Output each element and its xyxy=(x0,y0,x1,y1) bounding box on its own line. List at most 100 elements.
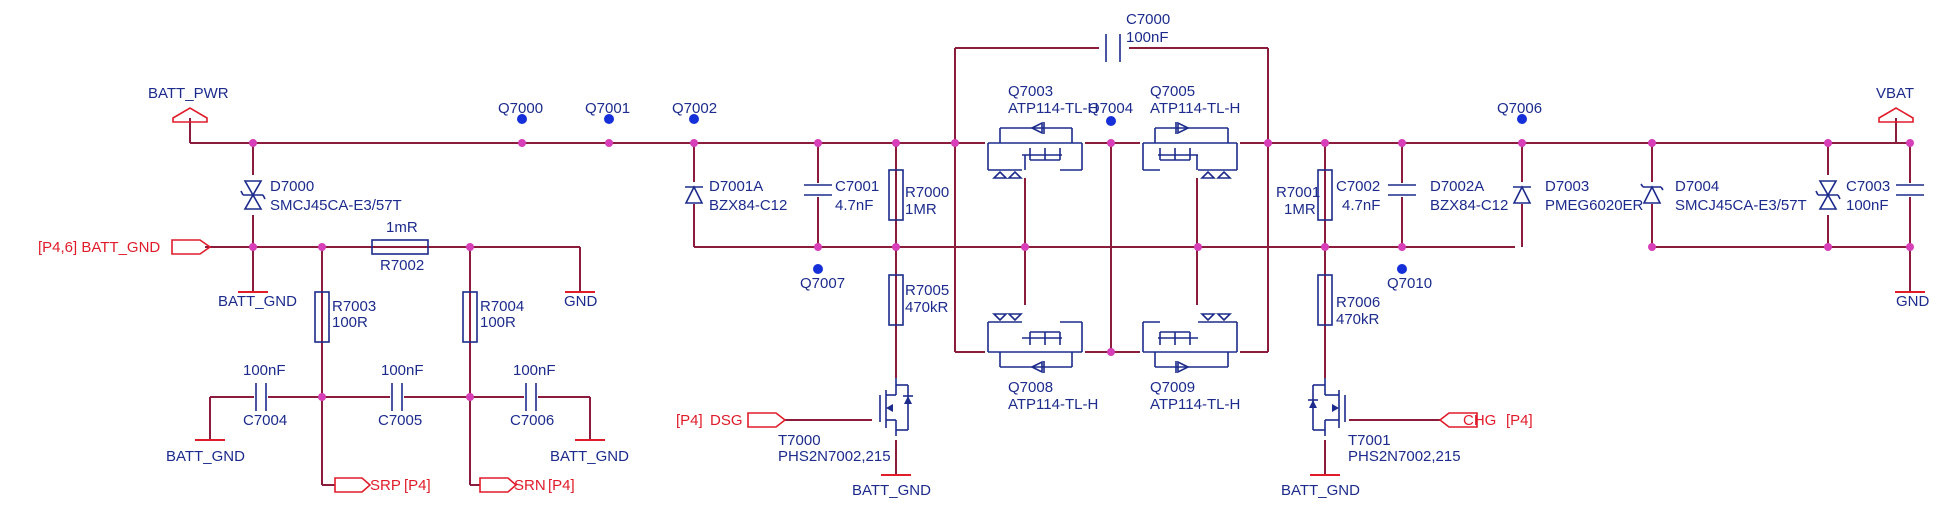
svg-text:PMEG6020ER: PMEG6020ER xyxy=(1545,197,1644,214)
testpoint-q7007 xyxy=(813,264,823,274)
testpoint-q7002-label: Q7002 xyxy=(672,100,717,117)
r7001-resistor: R7001 1MR xyxy=(1276,169,1333,221)
svg-text:100nF: 100nF xyxy=(513,362,556,379)
batt-pwr-net: BATT_PWR xyxy=(148,85,229,123)
svg-text:C7002: C7002 xyxy=(1336,178,1380,195)
chg-port-ref: [P4] xyxy=(1506,412,1533,429)
q7005-mosfet-pair: Q7005 ATP114-TL-H xyxy=(1140,83,1240,179)
svg-text:Q7009: Q7009 xyxy=(1150,379,1195,396)
r7000-resistor: R7000 1MR xyxy=(888,169,949,221)
q7008-mosfet-pair: Q7008 ATP114-TL-H xyxy=(985,305,1098,413)
vbat-label: VBAT xyxy=(1876,85,1914,102)
d7000-tvs-diode: D7000 SMCJ45CA-E3/57T xyxy=(240,175,402,215)
svg-text:100nF: 100nF xyxy=(381,362,424,379)
testpoint-q7000-label: Q7000 xyxy=(498,100,543,117)
c7001-capacitor: C7001 4.7nF xyxy=(804,178,879,214)
testpoint-q7010 xyxy=(1397,264,1407,274)
svg-text:4.7nF: 4.7nF xyxy=(1342,197,1380,214)
t7001-nmosfet: T7001 PHS2N7002,215 xyxy=(1308,378,1461,465)
t7000-nmosfet: T7000 PHS2N7002,215 xyxy=(778,378,913,465)
c7005-capacitor: 100nF C7005 xyxy=(378,362,424,429)
svg-text:C7000: C7000 xyxy=(1126,11,1170,28)
ground-symbols: BATT_GND GND BATT_GND BATT_GND BATT_GND … xyxy=(166,291,1930,499)
c7000-capacitor: C7000 100nF xyxy=(1100,11,1170,62)
batt-pwr-label: BATT_PWR xyxy=(148,85,229,102)
c7006-capacitor: 100nF C7006 xyxy=(510,362,556,429)
c7004-capacitor: 100nF C7004 xyxy=(243,362,287,429)
svg-text:C7006: C7006 xyxy=(510,412,554,429)
dsg-port: [P4] DSG xyxy=(676,412,787,429)
d7001a-zener-diode: D7001A BZX84-C12 xyxy=(684,178,787,214)
svg-text:PHS2N7002,215: PHS2N7002,215 xyxy=(778,448,891,465)
d7004-tvs-diode: D7004 SMCJ45CA-E3/57T xyxy=(1675,175,1841,215)
svg-text:100R: 100R xyxy=(480,314,516,331)
q7009-mosfet-pair: Q7009 ATP114-TL-H xyxy=(1140,305,1240,413)
r7002-shunt-resistor: 1mR R7002 xyxy=(371,219,429,274)
svg-text:4.7nF: 4.7nF xyxy=(835,197,873,214)
batt-gnd-port: [P4,6] BATT_GND xyxy=(38,239,212,256)
batt-gnd-label-2: BATT_GND xyxy=(166,448,245,465)
gnd-label-1: GND xyxy=(564,293,598,310)
batt-gnd-port-label: [P4,6] BATT_GND xyxy=(38,239,160,256)
svg-text:100R: 100R xyxy=(332,314,368,331)
chg-port-label: CHG xyxy=(1463,412,1496,429)
svg-text:D7003: D7003 xyxy=(1545,178,1589,195)
svg-text:R7003: R7003 xyxy=(332,298,376,315)
svg-text:R7000: R7000 xyxy=(905,184,949,201)
svg-text:D7002A: D7002A xyxy=(1430,178,1484,195)
d7003-schottky-diode: D7003 PMEG6020ER xyxy=(1545,178,1664,214)
q7003-mosfet-pair: Q7003 ATP114-TL-H xyxy=(985,83,1098,179)
svg-text:C7004: C7004 xyxy=(243,412,287,429)
batt-gnd-label-1: BATT_GND xyxy=(218,293,297,310)
srn-port-label: SRN xyxy=(514,477,546,494)
svg-text:T7001: T7001 xyxy=(1348,432,1391,449)
svg-text:C7001: C7001 xyxy=(835,178,879,195)
batt-gnd-label-5: BATT_GND xyxy=(1281,482,1360,499)
testpoint-q7006 xyxy=(1517,114,1527,124)
srn-port-ref: [P4] xyxy=(548,477,575,494)
batt-gnd-label-3: BATT_GND xyxy=(550,448,629,465)
testpoint-q7002 xyxy=(689,114,699,124)
testpoint-q7001 xyxy=(604,114,614,124)
svg-text:BZX84-C12: BZX84-C12 xyxy=(709,197,787,214)
testpoint-q7004-label: Q7004 xyxy=(1088,100,1133,117)
r7005-resistor: R7005 470kR xyxy=(888,274,949,326)
svg-text:ATP114-TL-H: ATP114-TL-H xyxy=(1150,100,1240,117)
svg-text:D7004: D7004 xyxy=(1675,178,1719,195)
vbat-net: VBAT xyxy=(1876,85,1914,123)
svg-text:D7000: D7000 xyxy=(270,178,314,195)
svg-text:ATP114-TL-H: ATP114-TL-H xyxy=(1008,396,1098,413)
svg-text:Q7003: Q7003 xyxy=(1008,83,1053,100)
svg-text:Q7008: Q7008 xyxy=(1008,379,1053,396)
srn-port: SRN [P4] xyxy=(479,477,575,494)
svg-text:ATP114-TL-H: ATP114-TL-H xyxy=(1150,396,1240,413)
c7003-capacitor: C7003 100nF xyxy=(1846,178,1924,214)
svg-text:1MR: 1MR xyxy=(1284,201,1316,218)
svg-text:R7005: R7005 xyxy=(905,282,949,299)
gnd-label-2: GND xyxy=(1896,293,1930,310)
svg-text:100nF: 100nF xyxy=(1126,29,1169,46)
svg-text:R7006: R7006 xyxy=(1336,294,1380,311)
batt-gnd-label-4: BATT_GND xyxy=(852,482,931,499)
srp-port: SRP [P4] xyxy=(334,477,431,494)
dsg-port-label: DSG xyxy=(710,412,743,429)
srp-port-ref: [P4] xyxy=(404,477,431,494)
d7002a-zener-diode: D7002A BZX84-C12 xyxy=(1430,178,1532,214)
testpoint-q7007-label: Q7007 xyxy=(800,275,845,292)
testpoint-q7010-label: Q7010 xyxy=(1387,275,1432,292)
svg-text:470kR: 470kR xyxy=(1336,311,1380,328)
svg-text:R7001: R7001 xyxy=(1276,184,1320,201)
testpoint-q7006-label: Q7006 xyxy=(1497,100,1542,117)
testpoint-q7004 xyxy=(1106,116,1116,126)
srp-port-label: SRP xyxy=(370,477,401,494)
svg-text:BZX84-C12: BZX84-C12 xyxy=(1430,197,1508,214)
dsg-port-ref: [P4] xyxy=(676,412,703,429)
svg-text:1MR: 1MR xyxy=(905,201,937,218)
chg-port: CHG [P4] xyxy=(1438,412,1533,429)
svg-text:100nF: 100nF xyxy=(1846,197,1889,214)
c7002-capacitor: C7002 4.7nF xyxy=(1336,178,1416,214)
svg-text:R7004: R7004 xyxy=(480,298,524,315)
svg-text:Q7005: Q7005 xyxy=(1150,83,1195,100)
svg-text:D7001A: D7001A xyxy=(709,178,763,195)
